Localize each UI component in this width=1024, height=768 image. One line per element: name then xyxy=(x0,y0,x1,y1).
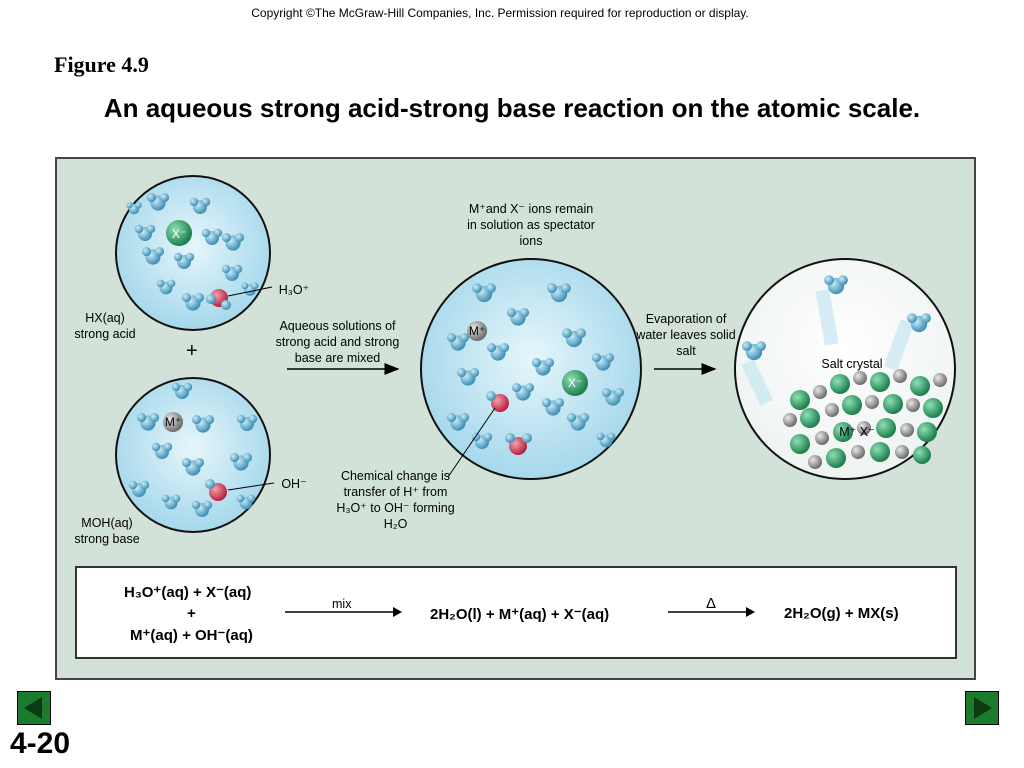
equation-heat-label: Δ xyxy=(706,595,717,612)
equation-mix-label: mix xyxy=(332,597,352,611)
base-m-ion-label: M⁺ xyxy=(164,415,182,429)
equation-reactant-line2: M⁺(aq) + OH⁻(aq) xyxy=(130,627,253,644)
slide-title: An aqueous strong acid-strong base react… xyxy=(103,93,921,123)
next-slide-button[interactable] xyxy=(965,691,999,725)
acid-name-label: HX(aq) xyxy=(85,311,125,325)
left-triangle-icon xyxy=(24,697,42,719)
base-desc-label: strong base xyxy=(74,532,140,546)
previous-slide-button[interactable] xyxy=(17,691,51,725)
salt-crystal-circle xyxy=(734,258,956,480)
equation-mix-arrow xyxy=(285,607,402,617)
base-solution-circle xyxy=(115,377,275,533)
equation-heat-arrow xyxy=(668,607,755,617)
m-ion-sphere xyxy=(163,412,183,432)
equation-middle: 2H₂O(l) + M⁺(aq) + X⁻(aq) xyxy=(430,606,610,623)
equation-box xyxy=(75,566,957,659)
acid-x-ion-label: X⁻ xyxy=(171,227,187,241)
mid-m-ion-label: M⁺ xyxy=(468,324,486,338)
hydronium-label: H₃O⁺ xyxy=(278,283,310,297)
equation-reactant-line1: H₃O⁺(aq) + X⁻(aq) xyxy=(124,584,252,601)
equation-product: 2H₂O(g) + MX(s) xyxy=(784,605,899,622)
hydroxide-label: OH⁻ xyxy=(281,477,307,491)
acid-solution-circle xyxy=(115,175,273,331)
figure-label: Figure 4.9 xyxy=(54,52,149,77)
mixed-solution-circle xyxy=(420,258,642,480)
right-triangle-icon xyxy=(974,697,992,719)
copyright-notice: Copyright ©The McGraw-Hill Companies, In… xyxy=(251,6,749,20)
mix-step-label: Aqueous solutions of strong acid and str… xyxy=(275,319,400,365)
plus-sign: + xyxy=(186,340,198,362)
evaporation-label: Evaporation of water leaves solid salt xyxy=(636,312,736,358)
spectator-ions-label: M⁺and X⁻ ions remain in solution as spec… xyxy=(467,202,595,248)
x-ion-sphere xyxy=(166,220,192,246)
chemical-change-label: Chemical change is transfer of H⁺ from H… xyxy=(336,469,455,531)
salt-mx-label: M⁺ X⁻ xyxy=(839,425,875,439)
equation-reactant-plus: + xyxy=(187,605,196,622)
base-name-label: MOH(aq) xyxy=(81,516,133,530)
salt-crystal-label: Salt crystal xyxy=(821,357,883,371)
mid-x-ion-label: X⁻ xyxy=(567,376,583,390)
slide-number: 4-20 xyxy=(10,727,71,760)
acid-desc-label: strong acid xyxy=(74,327,136,341)
